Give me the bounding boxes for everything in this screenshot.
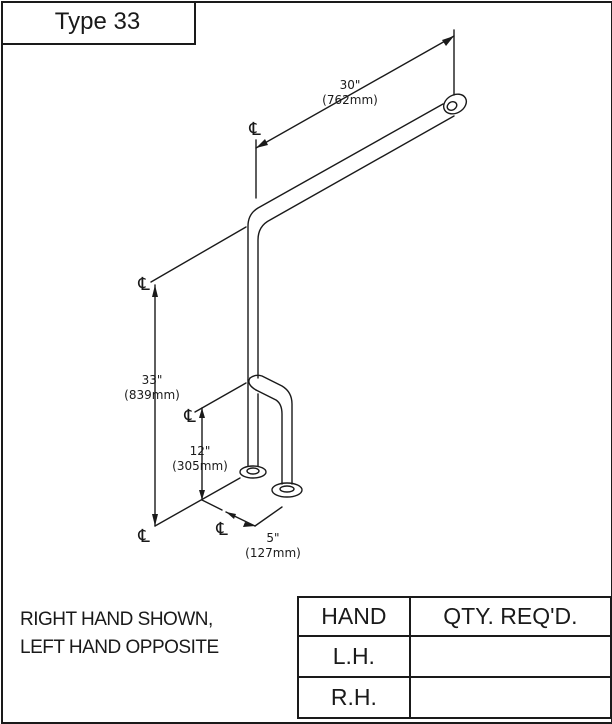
hand-note-line-2: LEFT HAND OPPOSITE [20, 637, 219, 658]
table-row: R.H. [297, 676, 612, 719]
dimension-line-30 [255, 35, 455, 149]
header-hand: HAND [297, 596, 411, 637]
grab-bar-tube-inner [257, 115, 455, 379]
dimension-33-imperial: 33" [142, 373, 163, 387]
lower-loop-end [248, 377, 257, 391]
arrowhead [226, 512, 236, 519]
dimension-30-imperial: 30" [340, 78, 361, 92]
extension-line-floor [154, 477, 241, 527]
centerline-symbol: ℄ [183, 406, 196, 427]
centerline-symbol: ℄ [137, 274, 150, 295]
cell-qty-rh [408, 676, 612, 719]
header-qty-reqd: QTY. REQ'D. [408, 596, 612, 637]
dimension-33-metric: (839mm) [124, 388, 180, 402]
arrowhead [152, 285, 158, 297]
centerline-symbol: ℄ [215, 519, 228, 540]
floor-flange-right-inner [279, 485, 295, 493]
table-header-row: HAND QTY. REQ'D. [297, 596, 612, 637]
wall-flange-top-inner [446, 101, 458, 111]
extension-line-top [150, 226, 247, 283]
extension-line-12-top [194, 382, 247, 413]
cell-hand-lh: L.H. [297, 635, 411, 678]
extension-line-5-right [254, 506, 283, 527]
dimension-12-metric: (305mm) [172, 459, 228, 473]
arrowhead [199, 490, 205, 500]
floor-flange-left [239, 465, 267, 479]
arrowhead [243, 522, 255, 527]
table-row: L.H. [297, 635, 612, 678]
arrowhead [199, 408, 205, 418]
wall-flange-top [442, 93, 468, 115]
type-label: Type 33 [1, 1, 196, 45]
cell-qty-lh [408, 635, 612, 678]
centerline-symbol: ℄ [137, 526, 150, 547]
lower-loop-inner [255, 389, 283, 485]
floor-flange-left-inner [246, 467, 260, 475]
extension-line-5-left [201, 499, 223, 511]
hand-note: RIGHT HAND SHOWN, LEFT HAND OPPOSITE [20, 606, 219, 662]
arrowhead [152, 514, 158, 526]
dimension-5-metric: (127mm) [245, 546, 301, 560]
quantity-table: HAND QTY. REQ'D. L.H. R.H. [297, 596, 612, 719]
hand-note-line-1: RIGHT HAND SHOWN, [20, 609, 213, 630]
type-title: Type 33 [54, 8, 141, 35]
floor-flange-right [271, 482, 303, 498]
dimension-12-imperial: 12" [190, 444, 211, 458]
centerline-symbol: ℄ [248, 119, 261, 140]
dimension-30-metric: (762mm) [322, 93, 378, 107]
dimension-5-imperial: 5" [266, 531, 279, 545]
arrowhead [442, 36, 454, 46]
arrowhead [256, 139, 268, 148]
cell-hand-rh: R.H. [297, 676, 411, 719]
lower-loop-outer [249, 374, 293, 485]
grab-bar-tube-outer [247, 103, 444, 381]
